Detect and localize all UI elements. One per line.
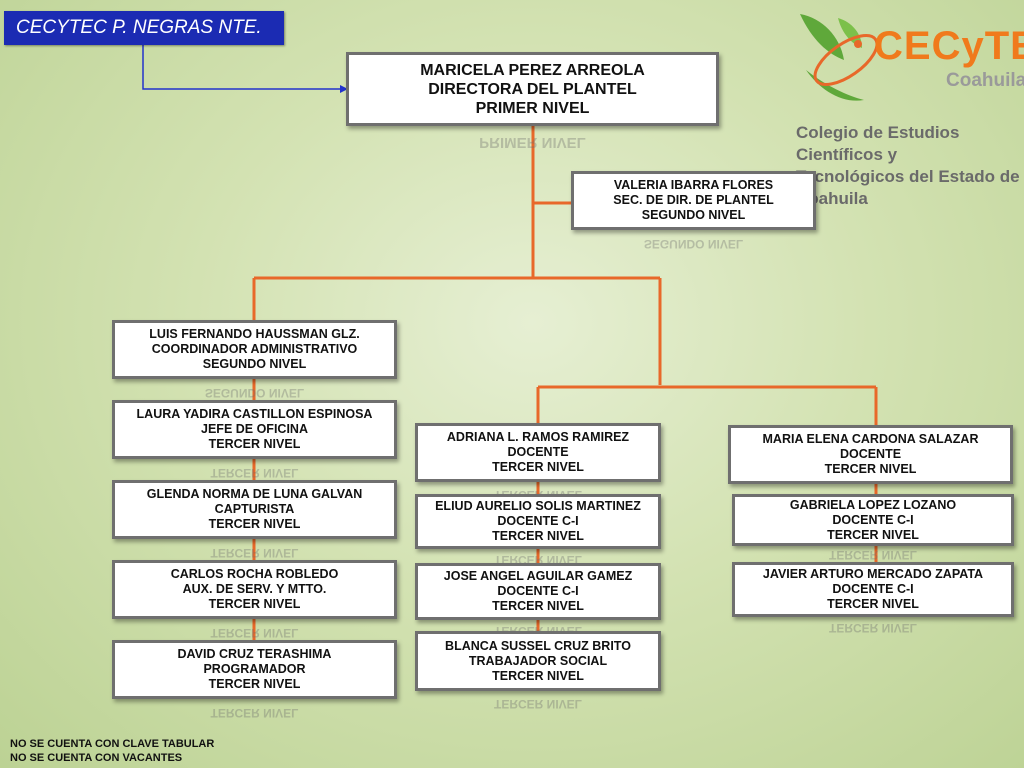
node-name: MARICELA PEREZ ARREOLA [420, 61, 645, 79]
node-role: PROGRAMADOR [203, 662, 306, 676]
node-reflection: TERCER NIVEL [210, 626, 299, 640]
campus-title: CECYTEC P. NEGRAS NTE. [4, 11, 284, 45]
node-reflection: TERCER NIVEL [828, 548, 917, 562]
node-name: CARLOS ROCHA ROBLEDO [170, 567, 339, 581]
node-level: TERCER NIVEL [492, 529, 584, 543]
node-data-entry: GLENDA NORMA DE LUNA GALVAN CAPTURISTA T… [112, 480, 397, 539]
node-level: TERCER NIVEL [492, 668, 584, 683]
node-role: DOCENTE C-I [832, 582, 914, 596]
node-level: TERCER NIVEL [492, 599, 584, 613]
node-name: LAURA YADIRA CASTILLON ESPINOSA [136, 407, 373, 421]
node-level: SEGUNDO NIVEL [202, 357, 307, 371]
node-level: TERCER NIVEL [827, 527, 919, 542]
node-reflection: PRIMER NIVEL [479, 134, 586, 151]
logo-state: Coahuila [946, 70, 1024, 91]
title-arrow [142, 45, 348, 93]
node-role: DOCENTE C-I [497, 584, 579, 598]
node-level: TERCER NIVEL [827, 597, 919, 611]
logo-leaf-icon [800, 14, 844, 60]
node-level: SEGUNDO NIVEL [641, 208, 746, 222]
node-teacher-solis: ELIUD AURELIO SOLIS MARTINEZ DOCENTE C-I… [415, 494, 661, 549]
logo-subtitle-line2: Tecnológicos del Estado de Coahuila [796, 167, 1020, 208]
node-coordinator: LUIS FERNANDO HAUSSMAN GLZ. COORDINADOR … [112, 320, 397, 379]
logo-subtitle-line1: Colegio de Estudios Científicos y [796, 123, 960, 164]
node-reflection: TERCER NIVEL [493, 697, 582, 711]
node-teacher-ramos: ADRIANA L. RAMOS RAMIREZ DOCENTE TERCER … [415, 423, 661, 482]
node-office-chief: LAURA YADIRA CASTILLON ESPINOSA JEFE DE … [112, 400, 397, 459]
node-secretary: VALERIA IBARRA FLORES SEC. DE DIR. DE PL… [571, 171, 816, 230]
node-role: DOCENTE C-I [832, 512, 914, 527]
node-name: JOSE ANGEL AGUILAR GAMEZ [443, 569, 633, 583]
node-reflection: TERCER NIVEL [210, 466, 299, 480]
node-reflection: SEGUNDO NIVEL [643, 237, 744, 251]
node-reflection: SEGUNDO NIVEL [204, 386, 305, 400]
node-name: VALERIA IBARRA FLORES [613, 178, 774, 192]
logo-wordmark: CECyTE [874, 24, 1024, 68]
node-reflection: TERCER NIVEL [210, 706, 299, 720]
node-role: COORDINADOR ADMINISTRATIVO [151, 342, 358, 356]
node-role: DIRECTORA DEL PLANTEL [428, 80, 637, 98]
logo-subtitle: Colegio de Estudios Científicos y Tecnol… [796, 122, 1024, 210]
node-role: TRABAJADOR SOCIAL [468, 653, 608, 668]
node-role: DOCENTE [839, 447, 902, 461]
node-teacher-mercado: JAVIER ARTURO MERCADO ZAPATA DOCENTE C-I… [732, 562, 1014, 617]
node-name: DAVID CRUZ TERASHIMA [177, 647, 332, 661]
node-name: MARIA ELENA CARDONA SALAZAR [762, 432, 979, 446]
node-role: DOCENTE [507, 445, 569, 459]
node-name: ELIUD AURELIO SOLIS MARTINEZ [435, 499, 641, 513]
node-reflection: TERCER NIVEL [828, 621, 917, 635]
node-role: CAPTURISTA [214, 502, 295, 516]
node-name: ADRIANA L. RAMOS RAMIREZ [446, 430, 630, 444]
node-role: AUX. DE SERV. Y MTTO. [182, 582, 327, 596]
node-teacher-aguilar: JOSE ANGEL AGUILAR GAMEZ DOCENTE C-I TER… [415, 563, 661, 620]
node-social-worker: BLANCA SUSSEL CRUZ BRITO TRABAJADOR SOCI… [415, 631, 661, 691]
node-name: LUIS FERNANDO HAUSSMAN GLZ. [149, 327, 360, 341]
node-level: TERCER NIVEL [492, 460, 584, 474]
node-level: TERCER NIVEL [208, 597, 301, 611]
cecyte-logo [800, 14, 879, 101]
node-role: JEFE DE OFICINA [201, 422, 308, 436]
node-level: TERCER NIVEL [208, 437, 301, 451]
node-reflection: TERCER NIVEL [210, 546, 299, 560]
node-level: PRIMER NIVEL [475, 99, 590, 117]
node-level: TERCER NIVEL [824, 462, 917, 476]
note-line-2: NO SE CUENTA CON VACANTES [10, 752, 183, 764]
node-director: MARICELA PEREZ ARREOLA DIRECTORA DEL PLA… [346, 52, 719, 126]
node-teacher-cardona: MARIA ELENA CARDONA SALAZAR DOCENTE TERC… [728, 425, 1013, 484]
note-line-1: NO SE CUENTA CON CLAVE TABULAR [10, 738, 215, 750]
node-name: GLENDA NORMA DE LUNA GALVAN [146, 487, 363, 501]
footnotes: NO SE CUENTA CON CLAVE TABULAR NO SE CUE… [10, 737, 214, 765]
node-name: JAVIER ARTURO MERCADO ZAPATA [762, 567, 984, 581]
node-name: BLANCA SUSSEL CRUZ BRITO [445, 638, 631, 653]
node-maintenance: CARLOS ROCHA ROBLEDO AUX. DE SERV. Y MTT… [112, 560, 397, 619]
node-name: GABRIELA LOPEZ LOZANO [789, 497, 957, 512]
node-level: TERCER NIVEL [208, 517, 301, 531]
node-role: SEC. DE DIR. DE PLANTEL [613, 193, 774, 207]
node-role: DOCENTE C-I [497, 514, 579, 528]
node-programmer: DAVID CRUZ TERASHIMA PROGRAMADOR TERCER … [112, 640, 397, 699]
node-teacher-lopez: GABRIELA LOPEZ LOZANO DOCENTE C-I TERCER… [732, 494, 1014, 546]
node-level: TERCER NIVEL [208, 677, 301, 691]
